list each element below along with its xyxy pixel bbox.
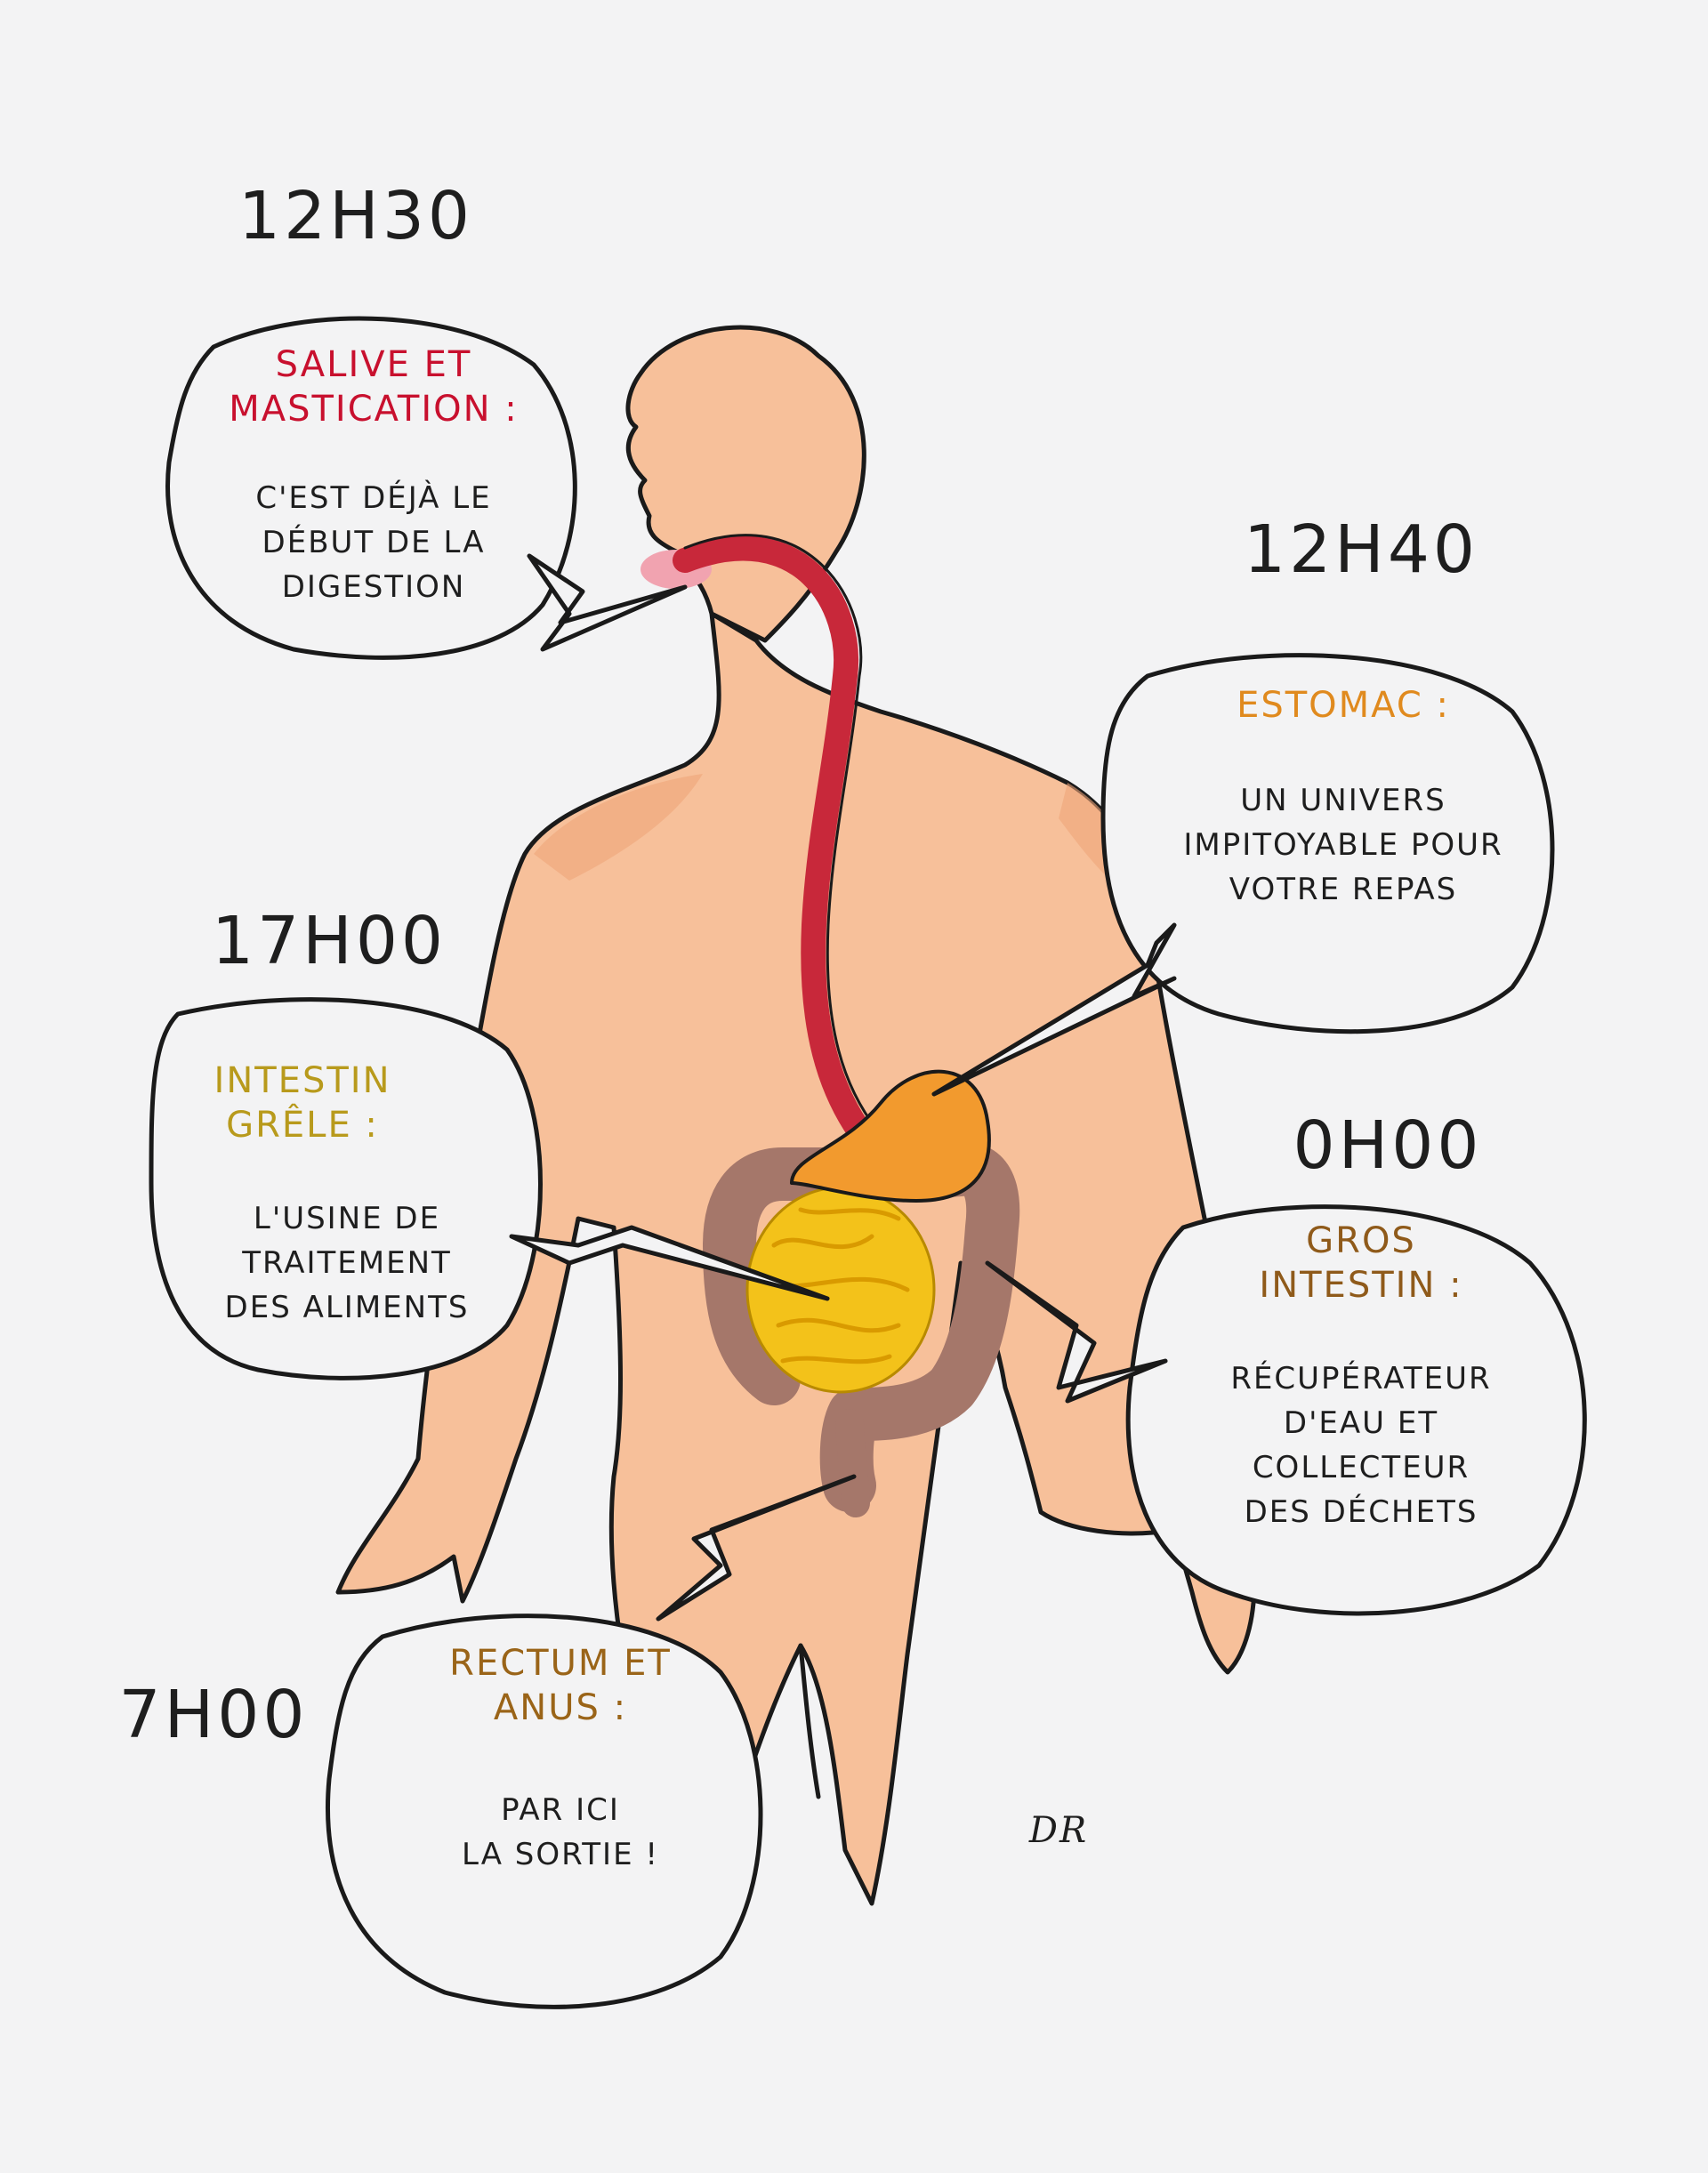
stage-title: Gros intestin :: [1259, 1220, 1463, 1306]
bubble-estomac: [1100, 653, 1555, 1034]
bubble-salive: [165, 316, 577, 660]
time-label: 12H40: [1244, 511, 1478, 588]
stage-text-line: C'est déjà le: [255, 480, 492, 516]
stage-text-line: Un univers: [1240, 783, 1446, 818]
time-label: 17H00: [212, 903, 447, 979]
stage-text-line: début de la: [262, 525, 486, 560]
bubble-intestin-grele: [149, 997, 543, 1380]
time-label: 12H30: [238, 178, 473, 254]
stage-text-line: Par ici: [501, 1792, 620, 1828]
rectum: [835, 1409, 870, 1517]
stage-text-line: d'eau et: [1283, 1405, 1439, 1441]
pointer-salive: [527, 553, 688, 652]
time-label: 0H00: [1293, 1107, 1483, 1184]
time-label: 7H00: [118, 1677, 309, 1753]
bubble-rectum: [326, 1614, 763, 2009]
stage-title: Intestin grêle :: [214, 1060, 391, 1146]
digestive-organs: [640, 534, 1020, 1517]
stage-text-line: des aliments: [224, 1290, 470, 1325]
bubble-gros-intestin: [1125, 1204, 1587, 1616]
stage-text-line: Récupérateur: [1230, 1361, 1492, 1396]
stage-text-line: votre repas: [1229, 872, 1458, 907]
stomach: [790, 1069, 991, 1203]
pointer-gros-intestin: [985, 1260, 1168, 1404]
esophagus: [673, 535, 884, 1160]
stage-title: Rectum et anus :: [449, 1643, 672, 1728]
stage-text-line: des déchets: [1244, 1494, 1478, 1530]
stage-text-line: digestion: [281, 569, 466, 605]
pointer-rectum: [656, 1474, 857, 1622]
pointer-estomac: [931, 922, 1177, 1097]
stage-text-line: collecteur: [1252, 1450, 1470, 1485]
stage-title: Estomac :: [1237, 685, 1450, 726]
stage-title: Salive et mastication :: [229, 344, 519, 430]
stage-text-line: la sortie !: [462, 1837, 659, 1872]
stage-text-line: traitement: [242, 1245, 452, 1281]
pointer-intestin-grele: [509, 1225, 830, 1301]
stage-text-line: impitoyable pour: [1183, 827, 1503, 863]
shoulder-shading: [534, 774, 703, 881]
esophagus-outline: [683, 534, 886, 1140]
speech-bubbles: [149, 316, 1587, 2009]
stage-text-line: L'usine de: [253, 1201, 441, 1236]
artist-signature: DR: [1028, 1810, 1089, 1851]
leg-split: [798, 1643, 821, 1799]
